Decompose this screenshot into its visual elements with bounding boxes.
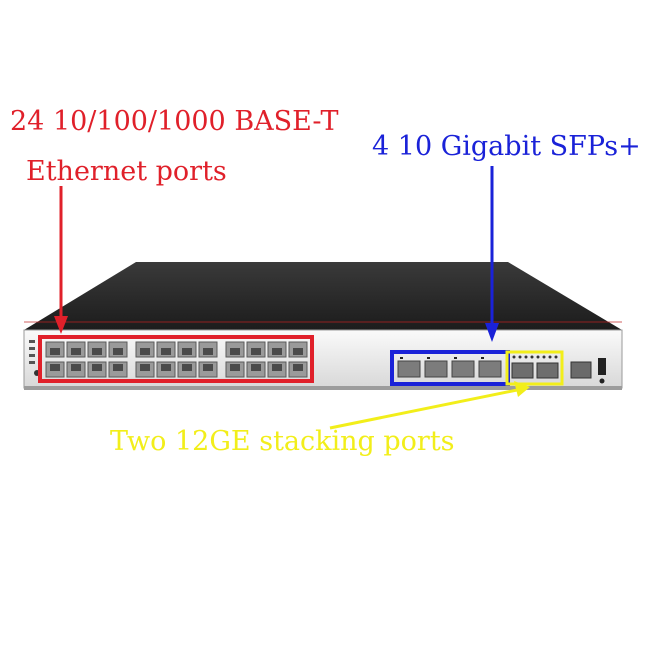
sfp-port-array	[397, 357, 502, 378]
rj45-port-socket	[230, 348, 240, 355]
rj45-port-array	[45, 341, 308, 378]
rj45-port-socket	[272, 348, 282, 355]
sfp-port	[424, 360, 448, 378]
rj45-port-socket	[113, 364, 123, 371]
rj45-port-socket	[293, 348, 303, 355]
sfp-ports-label: 4 10 Gigabit SFPs+	[372, 131, 641, 162]
stacking-port-led	[548, 355, 552, 359]
stacking-port-led	[554, 355, 558, 359]
sfp-arrow	[485, 166, 499, 342]
stacking-port	[536, 362, 559, 379]
stacking-port-array	[511, 355, 559, 379]
rj45-port-socket	[92, 348, 102, 355]
sfp-port-led	[400, 357, 403, 359]
stacking-port-led	[530, 355, 534, 359]
sfp-port-led	[481, 357, 484, 359]
rj45-port-socket	[293, 364, 303, 371]
rj45-port-socket	[113, 348, 123, 355]
rj45-port-socket	[251, 364, 261, 371]
stacking-port-led	[536, 355, 540, 359]
rj45-port-socket	[140, 348, 150, 355]
sfp-port-led	[427, 357, 430, 359]
chassis-bottom-edge	[24, 386, 622, 390]
usb-port	[598, 358, 606, 375]
rj45-port-socket	[230, 364, 240, 371]
rj45-port-socket	[161, 348, 171, 355]
rj45-port-socket	[272, 364, 282, 371]
stacking-port-led	[524, 355, 528, 359]
rj45-port-socket	[71, 348, 81, 355]
sfp-port	[451, 360, 475, 378]
console-port	[570, 361, 592, 379]
rj45-port-socket	[161, 364, 171, 371]
stacking-port-led	[512, 355, 516, 359]
stacking-port	[511, 362, 534, 379]
reset-button	[599, 378, 605, 384]
chassis-top	[24, 262, 622, 330]
sfp-port-led	[454, 357, 457, 359]
rj45-port-socket	[140, 364, 150, 371]
rj45-port-socket	[251, 348, 261, 355]
ethernet-arrow	[54, 186, 68, 334]
rj45-port-socket	[182, 364, 192, 371]
ethernet-highlight-box	[38, 335, 314, 383]
rj45-port-socket	[50, 364, 60, 371]
rj45-port-socket	[203, 364, 213, 371]
rj45-port-socket	[92, 364, 102, 371]
ethernet-ports-label-line-2: Ethernet ports	[26, 156, 227, 187]
stacking-port-led	[518, 355, 522, 359]
sfp-port	[478, 360, 502, 378]
stacking-highlight-box	[505, 350, 564, 386]
stacking-ports-label: Two 12GE stacking ports	[110, 426, 455, 457]
rj45-port-socket	[71, 364, 81, 371]
stacking-port-led	[542, 355, 546, 359]
sfp-port	[397, 360, 421, 378]
rj45-port-socket	[203, 348, 213, 355]
ethernet-ports-label-line-1: 24 10/100/1000 BASE-T	[10, 106, 339, 137]
rj45-port-socket	[50, 348, 60, 355]
rj45-port-socket	[182, 348, 192, 355]
stacking-arrow	[329, 381, 530, 430]
